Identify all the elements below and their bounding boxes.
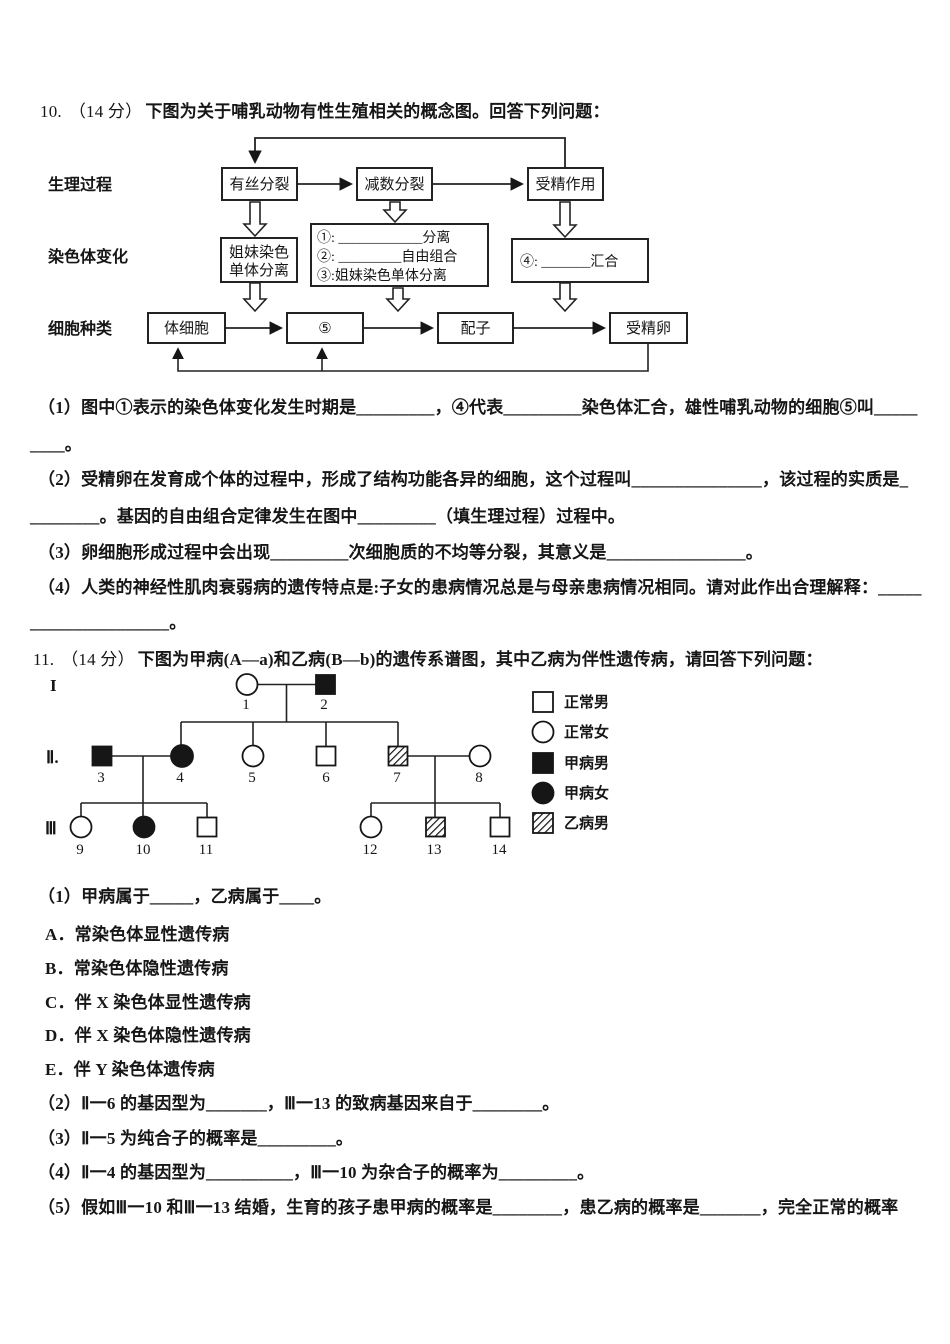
ped-num-2: 2 <box>320 697 328 713</box>
q11-line-3: （3）Ⅱ一5 为纯合子的概率是_________。 <box>38 1129 354 1148</box>
row-label-celltype: 细胞种类 <box>48 319 113 338</box>
box-circle5 <box>286 312 364 344</box>
box-somatic-cell <box>147 312 226 344</box>
box-meiosis-changes <box>310 223 489 287</box>
block-arrows-top <box>242 201 578 239</box>
ped-num-11: 11 <box>199 842 213 858</box>
feedback-bottom-connector <box>172 343 649 372</box>
box-gamete-label: 配子 <box>460 320 490 337</box>
q11-score: （14 分） <box>61 650 135 669</box>
ped-num-7: 7 <box>393 770 401 786</box>
q10-score: （14 分） <box>68 102 143 121</box>
box-mitosis <box>221 167 298 201</box>
q11-line-5: （5）假如Ⅲ一10 和Ⅲ一13 结婚，生育的孩子患甲病的概率是________，… <box>38 1198 899 1217</box>
ped-num-5: 5 <box>248 770 256 786</box>
block-arrows-bottom <box>242 282 578 313</box>
row-label-chromosome: 染色体变化 <box>47 247 128 266</box>
q11-option-a: A．常染色体显性遗传病 <box>45 925 230 944</box>
ped-4-diseaseA-female <box>170 744 194 768</box>
ped-13-diseaseB-male <box>425 816 446 838</box>
q10-line-4-cont: ________________。 <box>30 613 187 632</box>
ped-num-10: 10 <box>136 842 151 858</box>
ped-1-normal-female <box>235 673 259 696</box>
box-zygote-label: 受精卵 <box>626 320 671 337</box>
q11-option-d: D．伴 X 染色体隐性遗传病 <box>45 1026 251 1045</box>
ped-2-diseaseA-male <box>315 674 336 695</box>
box-mid-line1: ①: ____________分离 <box>317 229 450 246</box>
ped-6-normal-male <box>315 745 337 767</box>
q10-number: 10. <box>40 102 62 121</box>
q10-line-2-cont: ________。基因的自由组合定律发生在图中_________（填生理过程）过… <box>30 507 626 526</box>
q10-stem-text: 下图为关于哺乳动物有性生殖相关的概念图。回答下列问题： <box>145 102 610 121</box>
ped-10-diseaseA-female <box>132 815 156 839</box>
q11-line-4: （4）Ⅱ一4 的基因型为__________，Ⅲ一10 为杂合子的概率为____… <box>38 1163 595 1182</box>
box-meiosis <box>356 167 433 201</box>
q11-option-e: E．伴 Y 染色体遗传病 <box>45 1060 215 1079</box>
q10-stem: 10. （14 分）下图为关于哺乳动物有性生殖相关的概念图。回答下列问题： <box>40 97 610 122</box>
q11-line-1: （1）甲病属于_____，乙病属于____。 <box>38 887 332 906</box>
box-meiosis-label: 减数分裂 <box>364 176 424 193</box>
ped-num-13: 13 <box>427 842 442 858</box>
row-label-process: 生理过程 <box>48 175 112 194</box>
legend-diseaseA-male-icon <box>532 752 554 774</box>
legend-diseaseA-female-label: 甲病女 <box>564 784 609 802</box>
q10-concept-diagram: 生理过程 染色体变化 细胞种类 有丝分裂 减数分裂 受精作用 姐妹染色 单体分离 <box>47 137 688 372</box>
box-mitosis-label: 有丝分裂 <box>229 176 289 193</box>
box-sister-line2: 单体分离 <box>229 262 289 279</box>
ped-7-diseaseB-male <box>387 745 409 767</box>
box-merge <box>511 238 649 283</box>
box-fertilization-label: 受精作用 <box>535 176 595 193</box>
ped-12-normal-female <box>359 815 383 839</box>
q11-pedigree-chart: I Ⅱ. Ⅲ <box>45 673 609 858</box>
legend-normal-male-label: 正常男 <box>564 693 609 711</box>
q10-line-4: （4）人类的神经性肌肉衰弱病的遗传特点是:子女的患病情况总是与母亲患病情况相同。… <box>38 578 922 597</box>
pedigree-legend: 正常男 正常女 甲病男 甲病女 乙病男 <box>531 691 609 834</box>
box-fertilization <box>527 167 604 201</box>
legend-diseaseB-male-label: 乙病男 <box>564 814 609 832</box>
box-mid-line3: ③:姐妹染色单体分离 <box>317 267 447 284</box>
q10-line-2: （2）受精卵在发育成个体的过程中，形成了结构功能各异的细胞，这个过程叫_____… <box>38 470 909 489</box>
ped-9-normal-female <box>69 815 93 839</box>
generation-label-1: I <box>50 676 57 695</box>
ped-num-3: 3 <box>97 770 105 786</box>
ped-11-normal-male <box>196 816 218 838</box>
box-sister-chromatid <box>220 237 298 283</box>
feedback-top-connector <box>248 137 566 168</box>
q11-stem-text: 下图为甲病(A—a)和乙病(B—b)的遗传系谱图，其中乙病为伴性遗传病，请回答下… <box>137 650 823 669</box>
q10-line-1: （1）图中①表示的染色体变化发生时期是_________，④代表________… <box>38 398 918 417</box>
ped-3-diseaseA-male <box>91 745 113 767</box>
box-gamete <box>437 312 514 344</box>
generation-label-2: Ⅱ. <box>46 748 59 767</box>
q11-stem: 11. （14 分）下图为甲病(A—a)和乙病(B—b)的遗传系谱图，其中乙病为伴… <box>33 645 823 670</box>
box-sister-line1: 姐妹染色 <box>229 244 289 261</box>
ped-num-12: 12 <box>363 842 378 858</box>
q11-number: 11. <box>33 650 55 669</box>
ped-8-normal-female <box>468 744 492 768</box>
ped-num-1: 1 <box>242 697 250 713</box>
generation-label-3: Ⅲ <box>45 819 57 838</box>
q11-line-2: （2）Ⅱ一6 的基因型为_______，Ⅲ一13 的致病基因来自于_______… <box>38 1094 560 1113</box>
legend-diseaseB-male-icon <box>532 812 554 834</box>
q10-line-1-cont: ____。 <box>30 435 82 454</box>
legend-normal-male-icon <box>532 691 554 713</box>
legend-normal-female-label: 正常女 <box>564 723 609 741</box>
ped-5-normal-female <box>241 744 265 768</box>
ped-num-14: 14 <box>492 842 508 858</box>
pedigree-lines <box>80 683 501 817</box>
q11-option-b: B．常染色体隐性遗传病 <box>45 959 229 978</box>
box-circle5-label: ⑤ <box>318 321 331 337</box>
q11-option-c: C．伴 X 染色体显性遗传病 <box>45 993 251 1012</box>
ped-num-4: 4 <box>176 770 184 786</box>
ped-14-normal-male <box>489 816 511 838</box>
ped-num-6: 6 <box>322 770 330 786</box>
legend-diseaseA-male-label: 甲病男 <box>564 754 609 772</box>
box-mid-line2: ②: _________自由组合 <box>317 249 457 265</box>
legend-normal-female-icon <box>531 720 555 744</box>
box-somatic-label: 体细胞 <box>164 320 209 337</box>
box-merge-label: ④: _______汇合 <box>520 254 618 270</box>
ped-num-9: 9 <box>76 842 84 858</box>
legend-diseaseA-female-icon <box>531 781 555 805</box>
q10-line-3: （3）卵细胞形成过程中会出现_________次细胞质的不均等分裂，其意义是__… <box>38 543 763 562</box>
ped-num-8: 8 <box>475 770 483 786</box>
